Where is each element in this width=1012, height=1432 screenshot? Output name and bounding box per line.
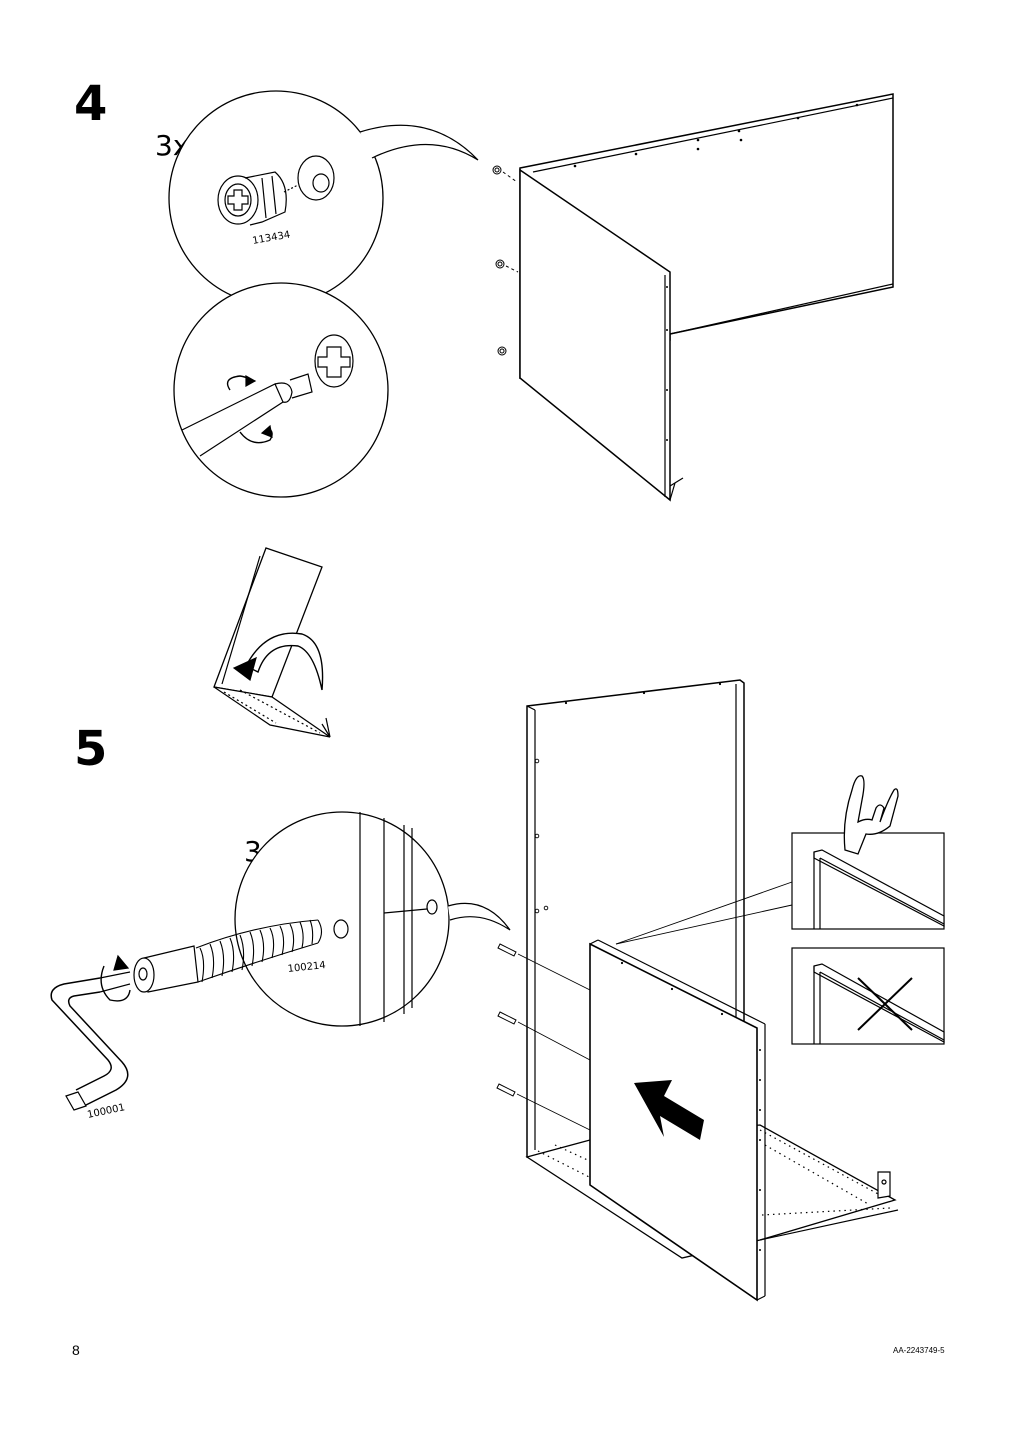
document-id: AA-2243749-5	[893, 1346, 945, 1355]
correct-edge-detail-box	[615, 775, 945, 945]
screwdriver-detail-circle	[173, 282, 389, 498]
insert-direction-arrow-icon	[634, 1080, 704, 1140]
dowel-detail-circle: 100214	[133, 811, 511, 1027]
incorrect-edge-detail-box	[791, 947, 945, 1045]
incorrect-cross-icon	[857, 977, 913, 1031]
step-4-panel-illustration	[492, 93, 894, 502]
step-4-number: 4	[74, 76, 108, 132]
step-5-cabinet-illustration	[496, 679, 899, 1302]
pointing-hand-icon	[843, 775, 899, 855]
step-5-number: 5	[74, 721, 108, 777]
hex-key-illustration: 100001	[50, 954, 131, 1121]
flip-panel-illustration	[213, 547, 331, 738]
cam-lock-detail-circle: 113434	[168, 90, 479, 306]
part-number-100001: 100001	[86, 1102, 126, 1121]
page-number: 8	[72, 1342, 80, 1358]
part-number-100214: 100214	[287, 960, 326, 975]
